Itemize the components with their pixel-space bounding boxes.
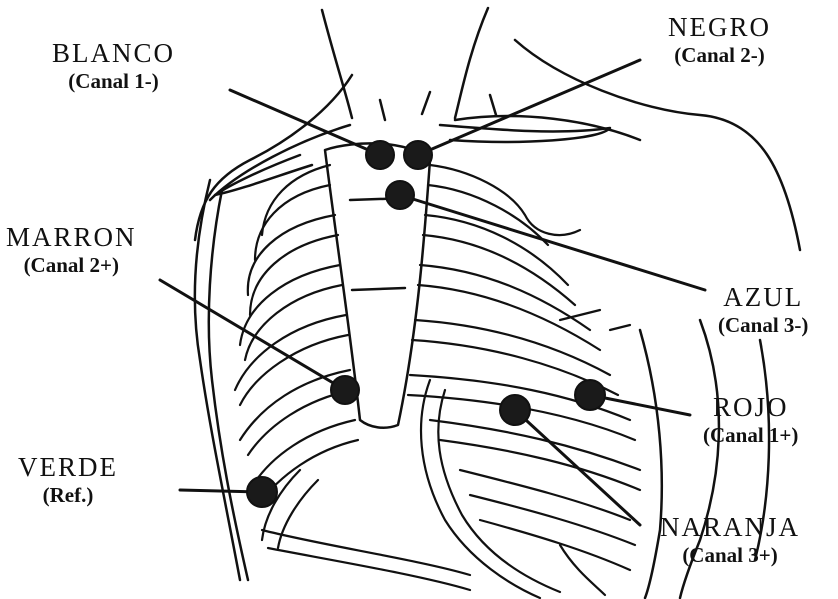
electrode-negro <box>404 141 432 169</box>
leader-line-azul <box>400 195 705 290</box>
label-naranja-channel: (Canal 3+) <box>660 543 800 567</box>
electrode-naranja <box>500 395 530 425</box>
label-azul-name: AZUL <box>718 282 808 313</box>
label-marron: MARRON (Canal 2+) <box>6 222 137 277</box>
label-azul-channel: (Canal 3-) <box>718 313 808 337</box>
leader-lines <box>160 60 705 525</box>
electrode-marron <box>331 376 359 404</box>
label-negro-channel: (Canal 2-) <box>668 43 771 67</box>
leader-line-naranja <box>515 410 640 525</box>
label-marron-name: MARRON <box>6 222 137 253</box>
label-negro: NEGRO (Canal 2-) <box>668 12 771 67</box>
electrode-rojo <box>575 380 605 410</box>
label-marron-channel: (Canal 2+) <box>6 253 137 277</box>
label-negro-name: NEGRO <box>668 12 771 43</box>
label-blanco: BLANCO (Canal 1-) <box>52 38 175 93</box>
label-rojo: ROJO (Canal 1+) <box>703 392 798 447</box>
label-naranja: NARANJA (Canal 3+) <box>660 512 800 567</box>
leader-line-blanco <box>230 90 380 155</box>
label-azul: AZUL (Canal 3-) <box>718 282 808 337</box>
electrode-blanco <box>366 141 394 169</box>
label-rojo-name: ROJO <box>703 392 798 423</box>
left-side-ribs <box>408 165 640 598</box>
label-verde-channel: (Ref.) <box>18 483 118 507</box>
label-verde-name: VERDE <box>18 452 118 483</box>
electrodes <box>247 141 605 507</box>
label-verde: VERDE (Ref.) <box>18 452 118 507</box>
label-blanco-channel: (Canal 1-) <box>52 69 175 93</box>
label-blanco-name: BLANCO <box>52 38 175 69</box>
label-naranja-name: NARANJA <box>660 512 800 543</box>
label-rojo-channel: (Canal 1+) <box>703 423 798 447</box>
electrode-azul <box>386 181 414 209</box>
electrode-verde <box>247 477 277 507</box>
